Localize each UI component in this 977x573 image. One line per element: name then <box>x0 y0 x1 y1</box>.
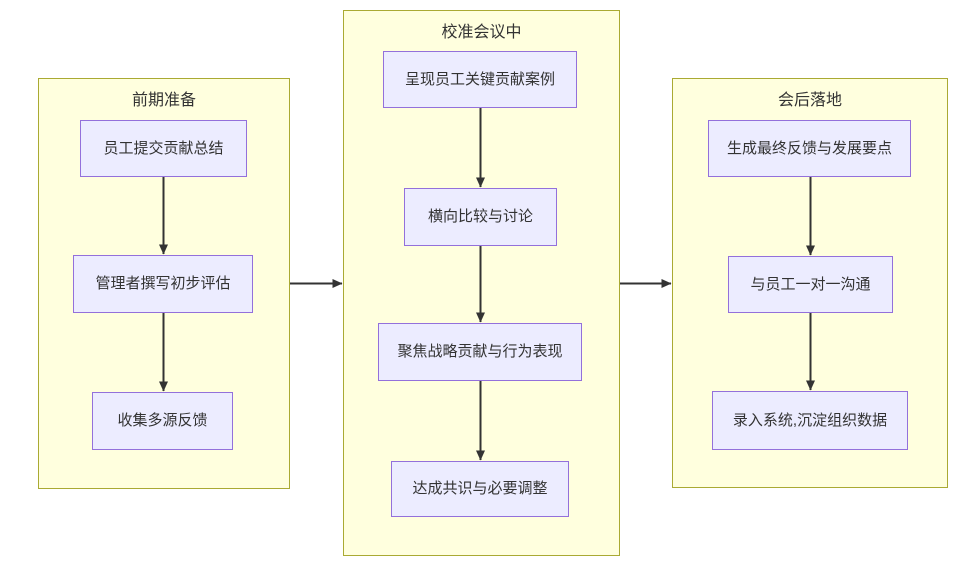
cluster-calibration-meeting-title: 校准会议中 <box>441 24 522 41</box>
node-present-cases: 呈现员工关键贡献案例 <box>383 51 577 108</box>
cluster-preparation-title: 前期准备 <box>131 92 196 109</box>
node-compare-discuss: 横向比较与讨论 <box>404 188 557 246</box>
node-one-on-one-communication: 与员工一对一沟通 <box>728 256 893 313</box>
node-collect-feedback: 收集多源反馈 <box>92 392 233 450</box>
node-record-system-data: 录入系统,沉淀组织数据 <box>712 391 908 450</box>
node-focus-strategy-behavior: 聚焦战略贡献与行为表现 <box>378 323 582 381</box>
node-consensus-adjust: 达成共识与必要调整 <box>391 461 569 517</box>
node-final-feedback-points: 生成最终反馈与发展要点 <box>708 120 911 177</box>
node-employee-summary: 员工提交贡献总结 <box>80 120 247 177</box>
cluster-post-meeting-title: 会后落地 <box>777 92 842 109</box>
node-manager-draft-eval: 管理者撰写初步评估 <box>73 255 253 313</box>
